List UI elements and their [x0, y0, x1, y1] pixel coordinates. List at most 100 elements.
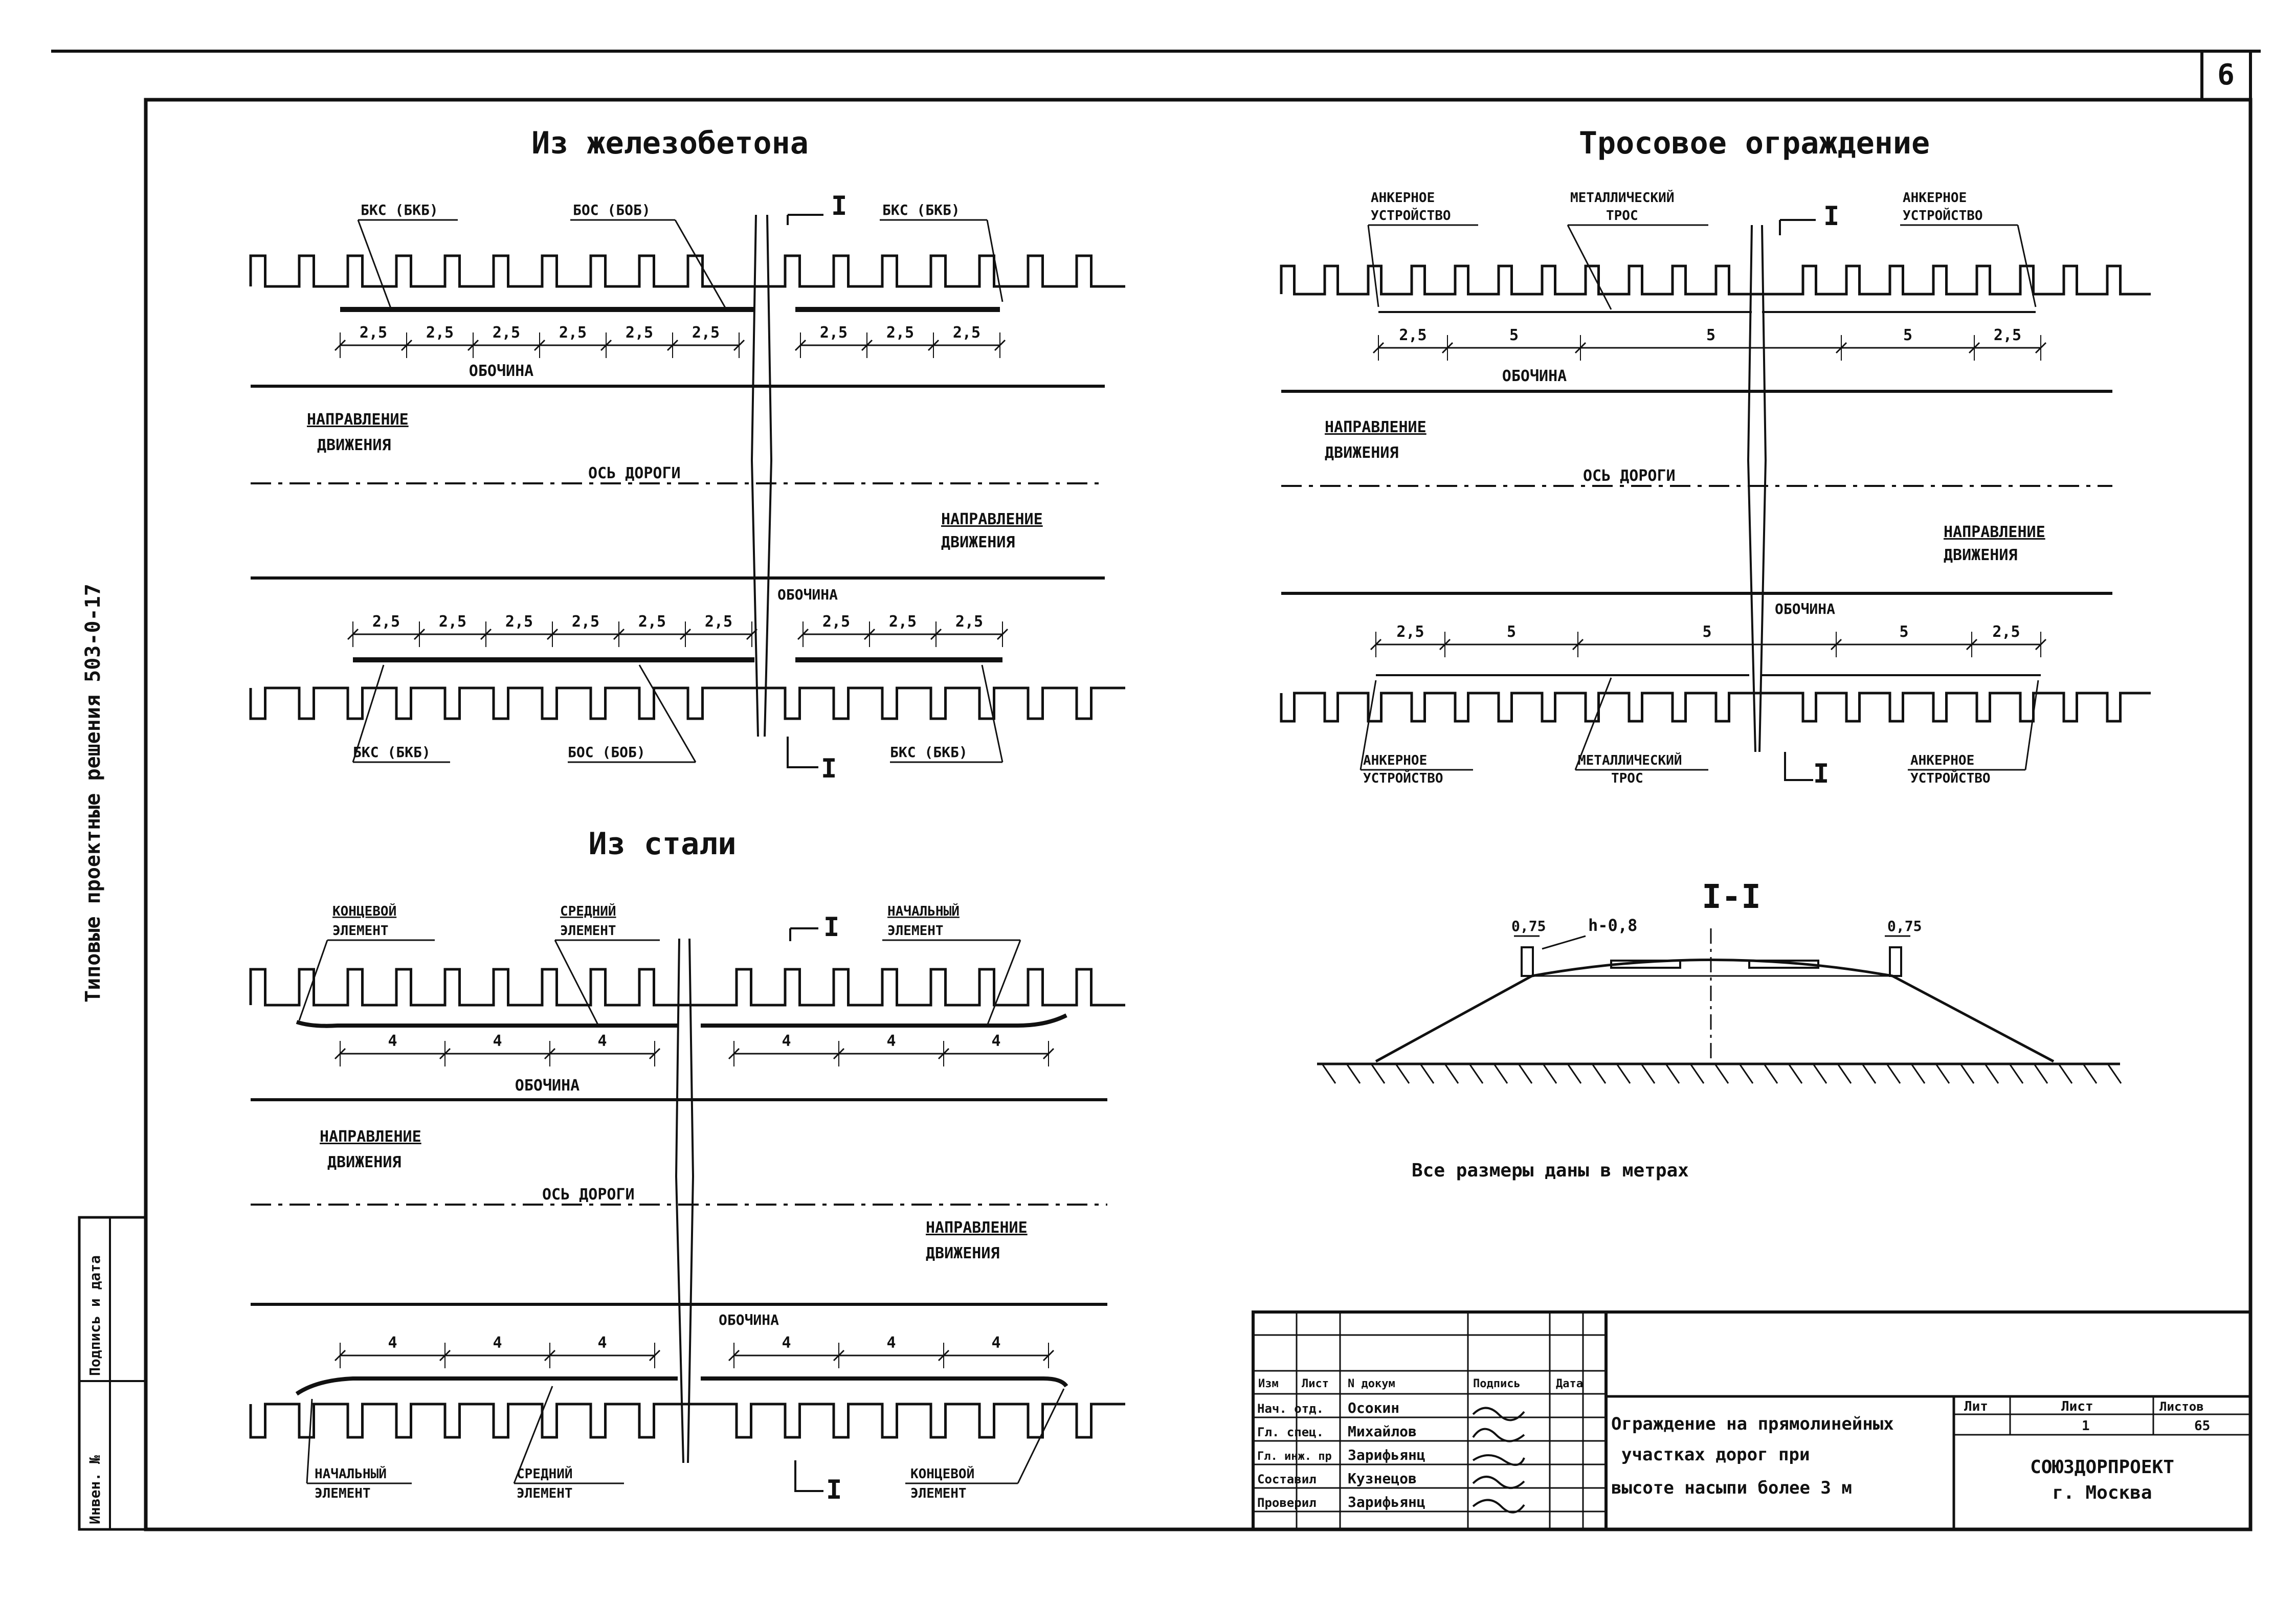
cut-mark-bottom-label: I — [826, 1475, 842, 1505]
tb-sheet-value: 1 — [2082, 1418, 2090, 1434]
section-title: I-I — [1702, 878, 1761, 916]
label-start-element-top-2: ЭЛЕМЕНТ — [887, 923, 944, 939]
tb-name-1: Осокин — [1348, 1399, 1399, 1416]
side-stamp-box — [78, 1216, 147, 1531]
shoulder-fence-bottom — [249, 1403, 1125, 1439]
cut-mark-top-label: I — [831, 191, 847, 221]
label-mid-element-bottom-2: ЭЛЕМЕНТ — [517, 1486, 573, 1501]
shoulder-fence-top — [249, 968, 1125, 1007]
label-anchor-top-left-2: УСТРОЙСТВО — [1371, 207, 1451, 224]
dim-height: h-0,8 — [1588, 916, 1637, 935]
tb-header-sheet: Лист — [1302, 1377, 1329, 1390]
label-end-element-bottom-2: ЭЛЕМЕНТ — [910, 1486, 967, 1501]
concrete-top-right-span-1: 2,5 — [886, 324, 914, 342]
label-anchor-top-right-2: УСТРОЙСТВО — [1903, 207, 1983, 224]
title-block-grid — [1253, 1312, 1606, 1529]
cut-mark-bottom — [794, 1460, 823, 1492]
cable-bottom-span-3: 5 — [1899, 623, 1908, 641]
leaders-bottom — [352, 664, 1004, 763]
hatch-stroke-17 — [1738, 1063, 1754, 1084]
cut-mark-bottom-label: I — [821, 753, 837, 784]
tb-col-sheet: Лист — [2061, 1399, 2093, 1414]
pavement-right — [1748, 960, 1819, 969]
steel-bottom-right-span-0: 4 — [782, 1334, 791, 1352]
label-bos-bottom: БОС (БОБ) — [568, 744, 645, 761]
concrete-bottom-left-span-4: 2,5 — [638, 613, 666, 631]
hatch-stroke-5 — [1444, 1063, 1459, 1084]
hatch-stroke-0 — [1321, 1063, 1336, 1084]
label-anchor-bottom-left-2: УСТРОЙСТВО — [1363, 770, 1443, 786]
cut-mark-bottom — [787, 737, 818, 768]
tb-role-4: Составил — [1257, 1472, 1317, 1486]
cable-top-span-2: 5 — [1706, 326, 1715, 344]
label-mid-element-top-2: ЭЛЕМЕНТ — [560, 923, 616, 939]
hatch-stroke-1 — [1346, 1063, 1361, 1084]
steel-bottom-left-span-2: 4 — [597, 1334, 607, 1352]
label-shoulder: ОБОЧИНА — [515, 1077, 579, 1095]
tb-col-sheets: Листов — [2159, 1399, 2204, 1414]
concrete-top-right-span-0: 2,5 — [820, 324, 848, 342]
panel-concrete-title: Из железобетона — [531, 125, 809, 161]
side-label-inventory: Инвен. № — [86, 1455, 103, 1524]
direction-label-left-1: НАПРАВЛЕНИЕ — [1325, 418, 1426, 436]
tb-title-line-2: участках дорог при — [1621, 1444, 1810, 1465]
label-cable-top-1: МЕТАЛЛИЧЕСКИЙ — [1570, 189, 1675, 206]
concrete-top-left-span-4: 2,5 — [626, 324, 653, 342]
tb-role-5: Проверил — [1257, 1496, 1317, 1510]
tb-name-5: Зарифьянц — [1348, 1494, 1425, 1510]
tb-role-3: Гл. инж. пр — [1257, 1450, 1332, 1463]
hatch-stroke-19 — [1788, 1063, 1803, 1084]
hatch-stroke-8 — [1518, 1063, 1533, 1084]
road-axis-label: ОСЬ ДОРОГИ — [542, 1186, 635, 1204]
panel-concrete: Из железобетона 2,5 2,5 2,5 2,5 2,5 2,5 2,5 2,5… — [249, 125, 1125, 784]
cut-mark-top — [1779, 219, 1816, 235]
label-mid-element-top-1: СРЕДНИЙ — [560, 903, 616, 919]
steel-top-left-span-0: 4 — [388, 1032, 397, 1050]
direction-label-right-2: ДВИЖЕНИЯ — [926, 1244, 1000, 1262]
concrete-bottom-right-span-2: 2,5 — [955, 613, 983, 631]
label-anchor-top-right-1: АНКЕРНОЕ — [1903, 190, 1967, 206]
barrier-post-right — [1889, 946, 1902, 977]
label-mid-element-bottom-1: СРЕДНИЙ — [517, 1465, 573, 1482]
steel-top-right-span-0: 4 — [782, 1032, 791, 1050]
hatch-stroke-32 — [2107, 1063, 2122, 1084]
concrete-bottom-left-span-1: 2,5 — [439, 613, 466, 631]
concrete-bottom-left-span-5: 2,5 — [705, 613, 732, 631]
cable-top-span-3: 5 — [1903, 326, 1912, 344]
label-bos-top: БОС (БОБ) — [573, 202, 651, 218]
tb-title-line-1: Ограждение на прямолинейных — [1611, 1414, 1894, 1434]
direction-label-left-1: НАПРАВЛЕНИЕ — [307, 411, 409, 429]
concrete-bottom-right-span-0: 2,5 — [822, 613, 850, 631]
section-I-I: I-I 0,75 h-0,8 0,75 — [1317, 878, 2122, 1084]
concrete-bottom-left-span-3: 2,5 — [572, 613, 599, 631]
dim-left: 0,75 — [1511, 918, 1546, 935]
panel-steel-title: Из стали — [589, 826, 737, 862]
hatch-stroke-26 — [1959, 1063, 1975, 1084]
label-shoulder-bottom: ОБОЧИНА — [777, 586, 838, 603]
hatch-stroke-12 — [1616, 1063, 1631, 1084]
label-shoulder: ОБОЧИНА — [1502, 367, 1567, 385]
shoulder-fence-bottom — [1280, 692, 2151, 723]
cut-mark-top-label: I — [1823, 201, 1839, 232]
page-number: 6 — [2217, 58, 2235, 92]
direction-label-left-2: ДВИЖЕНИЯ — [327, 1153, 402, 1171]
cable-top-span-0: 2,5 — [1399, 326, 1426, 344]
shoulder-fence-bottom — [249, 686, 1125, 720]
label-start-element-bottom-2: ЭЛЕМЕНТ — [315, 1486, 371, 1501]
tb-header-date: Дата — [1556, 1377, 1583, 1390]
label-bks-bottom: БКС (БКБ) — [353, 744, 431, 761]
hatch-stroke-31 — [2082, 1063, 2098, 1084]
steel-bottom-right-span-2: 4 — [991, 1334, 1000, 1352]
road-axis-label: ОСЬ ДОРОГИ — [588, 464, 681, 482]
direction-label-left-2: ДВИЖЕНИЯ — [1325, 444, 1399, 462]
hatch-stroke-2 — [1370, 1063, 1386, 1084]
tb-role-2: Гл. спец. — [1257, 1425, 1324, 1439]
leaders-bottom — [306, 1386, 1065, 1484]
direction-label-right-1: НАПРАВЛЕНИЕ — [926, 1219, 1028, 1237]
hatch-stroke-9 — [1542, 1063, 1557, 1084]
steel-top-right-span-1: 4 — [886, 1032, 896, 1050]
